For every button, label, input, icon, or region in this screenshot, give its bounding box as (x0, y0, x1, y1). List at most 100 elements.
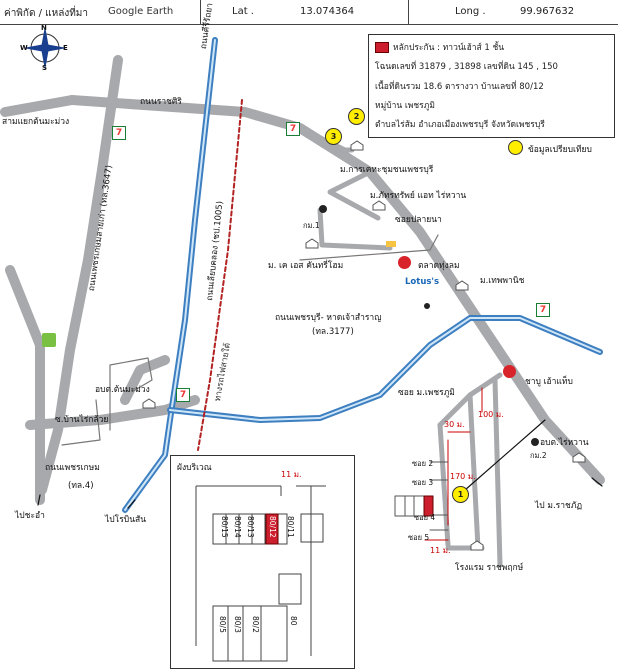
label-tonmamuang: อบต.ต้นมะม่วง (95, 385, 150, 395)
label-pattarasap: ม.ภัทรทรัพย์ แอท ไร่หวาน (370, 191, 467, 201)
road-soi-playana (327, 169, 381, 221)
shell-icon (386, 241, 396, 247)
inset-lot-11: 80/11 (286, 516, 295, 538)
house-icon-thepparanich (455, 280, 469, 291)
label-soi4: ซอย 4 (414, 513, 436, 522)
label-soi2: ซอย 2 (412, 459, 434, 468)
site-plan-inset: ผังบริเวณ 11 ม. 80/15 80/14 80/13 80/12 … (170, 455, 355, 669)
marker-2[interactable]: 2 (348, 108, 365, 125)
junction-dot (424, 303, 430, 309)
store-icon-2: 7 (286, 122, 300, 136)
road-soi-c (492, 377, 503, 568)
inset-lot-5: 80/5 (218, 616, 227, 633)
inset-lot-3: 80/3 (233, 616, 242, 633)
dist-100: 100 ม. (478, 410, 504, 419)
inset-lot-2: 80/2 (251, 616, 260, 633)
road-bottom-west (25, 395, 200, 430)
legend-area: เนื้อที่ดินรวม 18.6 ตารางวา บ้านเลขที่ 8… (375, 82, 544, 92)
inset-title: ผังบริเวณ (177, 463, 212, 473)
label-road-phetkasem-code: (ทล.4) (68, 481, 94, 491)
dist-11: 11 ม. (430, 546, 451, 555)
store-icon-3: 7 (536, 303, 550, 317)
place-value: Google Earth (108, 6, 174, 17)
label-to-airport: ไปโรบินสัน (105, 515, 147, 525)
lotus-store-icon (42, 333, 56, 347)
compass-w: W (20, 44, 28, 52)
road-soi-b (467, 392, 481, 551)
long-value: 99.967632 (520, 6, 575, 17)
house-icon-pattarasap (372, 200, 386, 211)
dist-170: 170 ม. (450, 472, 476, 481)
house-icon-tonmamuang (142, 398, 156, 409)
road-housing (297, 125, 355, 153)
label-soi5: ซอย 5 (408, 533, 430, 542)
marker-3[interactable]: 3 (325, 128, 342, 145)
label-sam-yaek: สามแยกต้นมะม่วง (2, 117, 70, 127)
road-kes (317, 207, 393, 251)
label-road-phetkasem: ถนนเพชรเกษม (45, 463, 100, 473)
label-to-cha-am: ไปชะอำ (15, 511, 45, 521)
compare-marker-legend (508, 140, 523, 155)
inset-dist-11: 11 ม. (281, 470, 302, 479)
railway (197, 99, 243, 451)
km1-dot (319, 205, 327, 213)
label-rai-wan: อบต.ไร่หวาน (540, 438, 589, 448)
compare-note: ข้อมูลเปรียบเทียบ (528, 145, 592, 155)
house-icon-housing (350, 140, 364, 151)
legend-village: หมู่บ้าน เพชรภูมิ (375, 101, 435, 111)
lat-label: Lat . (232, 6, 254, 17)
label-road-ratchasiri: ถนนราชศิริ (140, 97, 182, 107)
label-school: โรงแรม ราชพฤกษ์ (455, 563, 524, 573)
label-road-hatchaoh-code: (ทล.3177) (312, 327, 354, 337)
compass-rose (23, 26, 67, 70)
label-soi-rai-kluai: ซ.บ้านไร่กล้วย (55, 415, 109, 425)
road-old-phetkasem (37, 55, 123, 495)
label-road-hatchaoh: ถนนเพชรบุรี- หาดเจ้าสำราญ (275, 313, 382, 323)
road-soi-a (437, 422, 451, 548)
compass-n: N (41, 24, 47, 32)
legend-box: หลักประกัน : ทาวน์เฮ้าส์ 1 ชั้น โฉนดเลขท… (368, 34, 615, 138)
inset-lot-15: 80/15 (220, 516, 229, 538)
road-phetkasem (5, 265, 45, 505)
dist-30: 30 ม. (444, 420, 465, 429)
inset-lot-12: 80/12 (268, 516, 277, 538)
lat-value: 13.074364 (300, 6, 355, 17)
chabu-icon (503, 365, 516, 378)
roads (0, 55, 605, 505)
label-lotus: Lotus's (405, 277, 440, 287)
label-to-ratchakhru: ไป ม.ราชภัฏ (535, 501, 583, 511)
canal (122, 37, 603, 513)
store-icon-1: 7 (112, 126, 126, 140)
label-soi-playana: ซอยปลายนา (395, 215, 442, 225)
compass-e: E (63, 44, 68, 52)
label-km2: กม.2 (530, 451, 547, 460)
km2-dot (531, 438, 539, 446)
legend-address: ตำบลไร่ส้ม อำเภอเมืองเพชรบุรี จังหวัดเพช… (375, 120, 545, 130)
label-thepparanich: ม.เทพพานิช (480, 276, 525, 286)
place-label: ค่าพิกัด / แหล่งที่มา (4, 8, 89, 19)
legend-title: หลักประกัน : ทาวน์เฮ้าส์ 1 ชั้น (393, 43, 505, 53)
market-icon (398, 256, 411, 269)
arrow-cha-am (37, 494, 41, 506)
label-market: ตลาดทุ่งลม (418, 261, 460, 271)
road-ratchasiri (67, 95, 605, 485)
label-kes: ม. เค เอส คันทรี่โฮม (268, 261, 344, 271)
inset-lot-80: 80 (289, 616, 298, 626)
inset-drawing (195, 485, 326, 662)
label-housing: ม.การเคหะชุมชนเพชรบุรี (340, 165, 434, 175)
label-km1: กม.1 (303, 221, 320, 230)
store-icon-4: 7 (176, 388, 190, 402)
marker-1[interactable]: 1 (452, 486, 469, 503)
inset-lot-14: 80/14 (233, 516, 242, 538)
house-icon-school (470, 540, 484, 551)
inset-lot-13: 80/13 (246, 516, 255, 538)
arrow-ratchakhru (591, 477, 603, 487)
compare-arrow-line (464, 419, 546, 491)
label-soi-phetphum: ซอย ม.เพชรภูมิ (398, 388, 455, 398)
long-label: Long . (455, 6, 486, 17)
legend-deeds: โฉนดเลขที่ 31879 , 31898 เลขที่ดิน 145 ,… (375, 62, 558, 72)
road-sam-yaek-link (0, 95, 77, 117)
header-bar: ค่าพิกัด / แหล่งที่มา Google Earth Lat .… (0, 0, 618, 25)
label-chabu: ชาบู เอ้าแท็บ (525, 377, 573, 387)
collateral-swatch (375, 42, 389, 53)
